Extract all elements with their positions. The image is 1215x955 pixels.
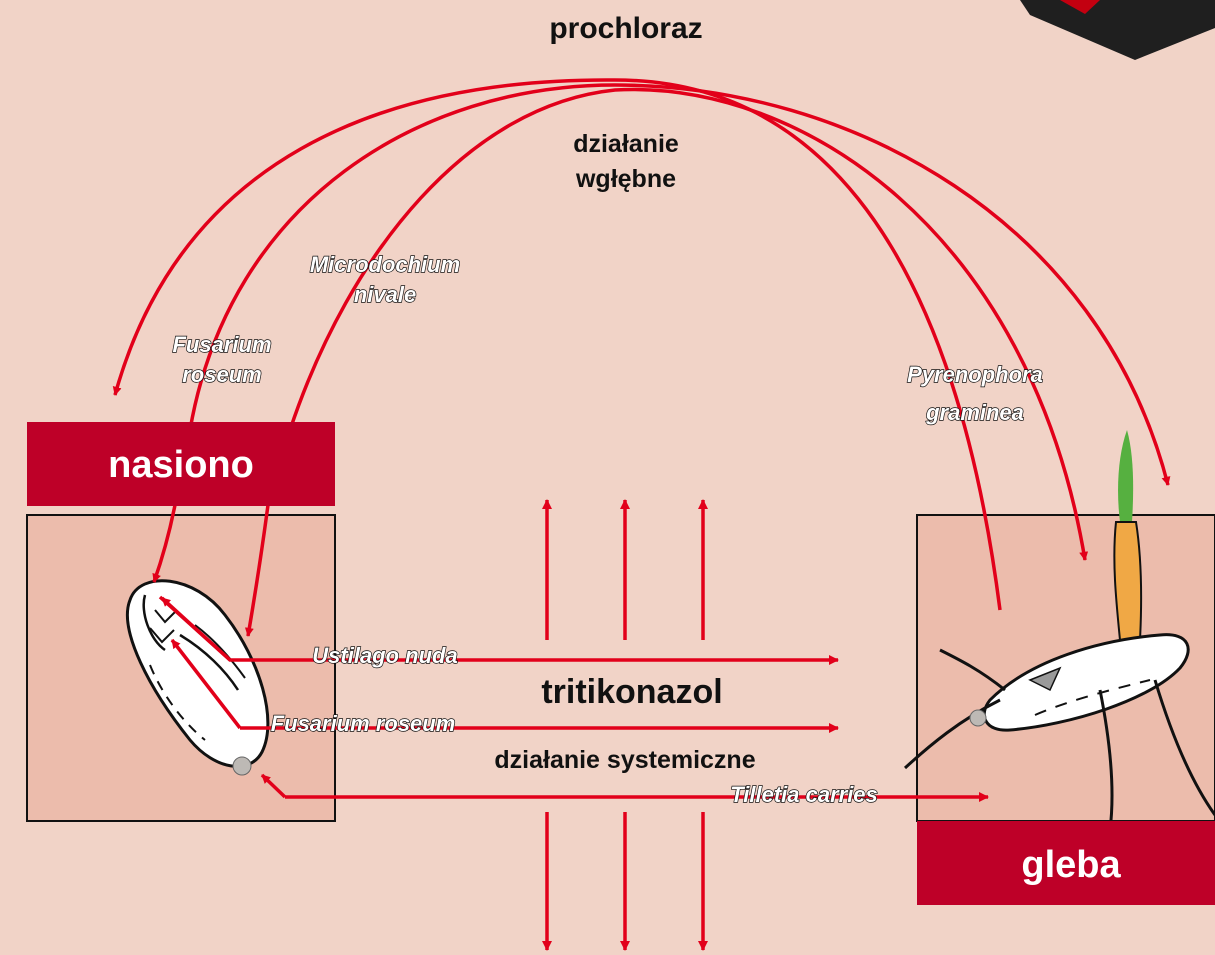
soil-label: gleba xyxy=(1021,844,1121,886)
tritikonazol-arrows xyxy=(158,595,989,802)
microdochium-line-1: Microdochium xyxy=(310,252,460,277)
systemic-arrows-down xyxy=(542,812,708,951)
corner-decoration xyxy=(1020,0,1215,60)
arc-to-soil-outer xyxy=(188,83,1171,486)
prochloraz-arcs xyxy=(112,78,1171,611)
arc-to-seed-outer xyxy=(112,78,1002,611)
pyrenophora-line-2: graminea xyxy=(925,400,1024,425)
diagram-title: prochloraz xyxy=(549,12,702,45)
ustilago-label: Ustilago nuda xyxy=(312,643,457,668)
depth-action-line-2: wgłębne xyxy=(575,165,676,193)
seed-label: nasiono xyxy=(108,444,254,486)
pyrenophora-line-1: Pyrenophora xyxy=(907,362,1043,387)
tritikonazol-label: tritikonazol xyxy=(541,673,722,711)
seedling-illustration xyxy=(903,430,1215,831)
systemic-action-label: działanie systemiczne xyxy=(494,746,755,774)
systemic-arrows-up xyxy=(542,499,708,640)
tilletia-label: Tilletia carries xyxy=(730,782,878,807)
seed-label-bar xyxy=(27,422,335,506)
soil-label-bar xyxy=(917,821,1215,905)
depth-action-line-1: działanie xyxy=(573,130,679,158)
arcs-into-seed xyxy=(152,504,270,637)
arc-to-soil-inner xyxy=(288,87,1089,561)
fusarium-mid-label: Fusarium roseum xyxy=(271,711,456,736)
microdochium-line-2: nivale xyxy=(354,282,416,307)
fusarium-top-line-2: roseum xyxy=(182,362,261,387)
fusarium-top-line-1: Fusarium xyxy=(172,332,271,357)
